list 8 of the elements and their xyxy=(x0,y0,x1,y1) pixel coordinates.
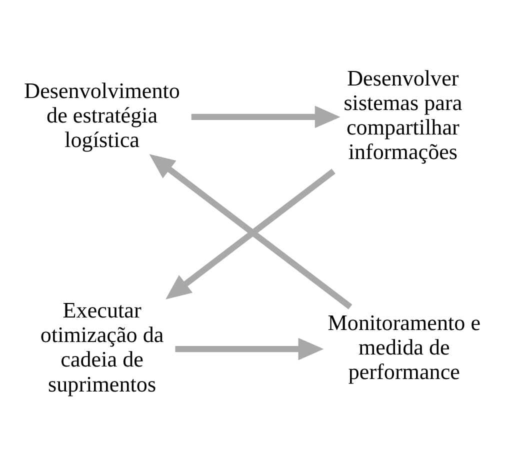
arrow xyxy=(175,337,324,360)
arrow xyxy=(191,105,340,128)
arrow xyxy=(149,154,352,309)
node-text: Desenvolver sistemas para compartilhar informações xyxy=(344,65,462,164)
node-text: Monitoramento e medida de performance xyxy=(328,309,481,384)
node-text: Executar otimização da cadeia de suprimentos xyxy=(40,297,164,396)
node-text: Desenvolvimento de estratégia logística xyxy=(24,77,180,152)
arrow xyxy=(166,168,336,299)
